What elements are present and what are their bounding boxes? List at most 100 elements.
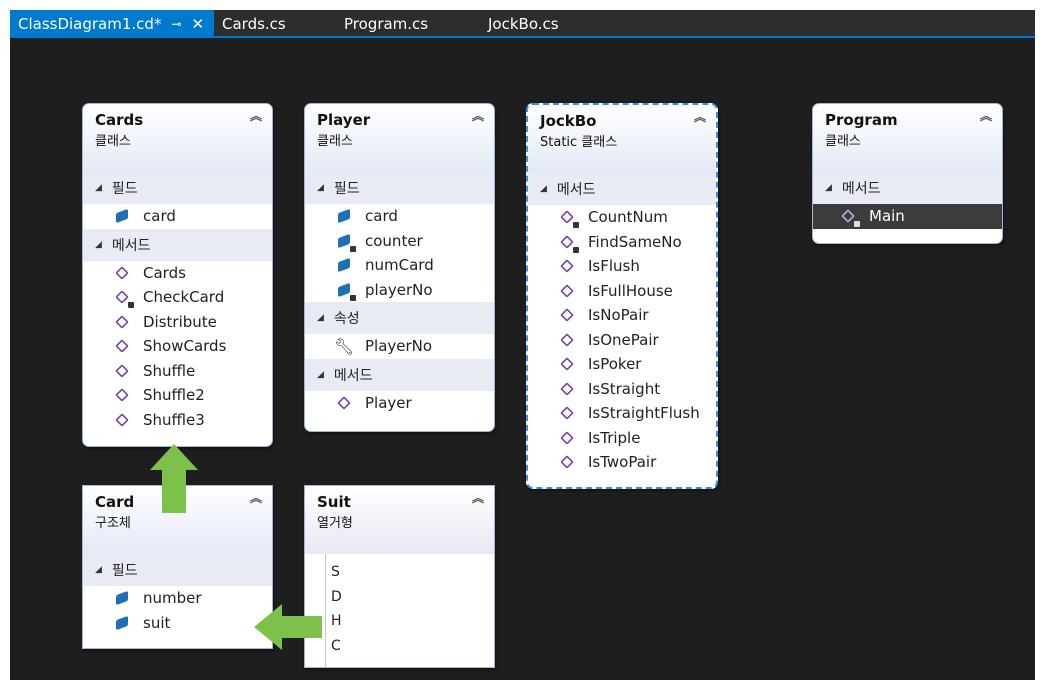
expand-triangle-icon[interactable]: ◢: [317, 369, 324, 380]
field-icon: [113, 614, 131, 632]
member-label: number: [143, 589, 202, 608]
enum-value[interactable]: C: [331, 637, 341, 654]
fields-section[interactable]: ◢필드: [305, 172, 494, 204]
expand-triangle-icon[interactable]: ◢: [540, 184, 547, 194]
expand-triangle-icon[interactable]: ◢: [95, 239, 102, 250]
member-label: Main: [869, 207, 905, 226]
method-item[interactable]: IsStraight: [528, 377, 716, 402]
section-label: 메서드: [111, 237, 151, 254]
method-icon: [558, 306, 576, 324]
collapse-icon[interactable]: ︽: [249, 491, 262, 505]
method-icon: [558, 331, 576, 349]
document-tab-bar: ClassDiagram1.cd* ⊸ ✕ Cards.cs Program.c…: [10, 10, 1035, 38]
collapse-icon[interactable]: ︽: [471, 491, 484, 505]
method-item[interactable]: IsOnePair: [528, 328, 716, 353]
field-item[interactable]: number: [83, 586, 272, 611]
enum-value[interactable]: D: [331, 588, 342, 605]
field-icon: [113, 589, 131, 607]
shape-name: Card: [95, 493, 135, 511]
method-item[interactable]: ShowCards: [83, 334, 272, 359]
shape-header[interactable]: Cards 클래스 ︽: [83, 104, 272, 172]
method-item[interactable]: Distribute: [83, 310, 272, 335]
expand-triangle-icon[interactable]: ◢: [317, 313, 324, 323]
method-item[interactable]: Player: [305, 391, 494, 416]
shape-header[interactable]: Suit 열거형 ︽: [305, 486, 494, 554]
tab-jockbo-cs[interactable]: JockBo.cs: [480, 10, 620, 38]
collapse-icon[interactable]: ︽: [979, 109, 992, 123]
tab-program-cs[interactable]: Program.cs: [336, 10, 476, 38]
method-item[interactable]: IsTwoPair: [528, 450, 716, 475]
method-item[interactable]: CountNum: [528, 205, 716, 230]
field-icon: [335, 256, 353, 274]
member-label: IsFullHouse: [588, 281, 673, 300]
method-item[interactable]: IsFlush: [528, 254, 716, 279]
methods-section[interactable]: ◢ 메서드: [83, 228, 272, 261]
methods-section[interactable]: ◢메서드: [305, 358, 494, 391]
field-item[interactable]: card: [305, 204, 494, 229]
member-label: ShowCards: [143, 337, 227, 356]
shape-kind: 구조체: [95, 516, 131, 531]
method-item[interactable]: IsStraightFlush: [528, 401, 716, 426]
collapse-icon[interactable]: ︽: [471, 109, 484, 123]
method-item[interactable]: Cards: [83, 261, 272, 286]
method-item-main[interactable]: Main: [813, 204, 1002, 229]
shape-kind: 클래스: [95, 134, 131, 149]
method-item[interactable]: IsNoPair: [528, 303, 716, 328]
enum-value[interactable]: S: [331, 564, 340, 581]
diagram-canvas[interactable]: Cards 클래스 ︽ ◢ 필드 card ◢ 메서드 Cards CheckCar…: [10, 40, 1035, 680]
method-icon: [113, 337, 131, 355]
expand-triangle-icon[interactable]: ◢: [95, 565, 102, 575]
private-method-icon: [113, 288, 134, 309]
member-label: IsFlush: [588, 257, 640, 276]
tab-cards-cs[interactable]: Cards.cs: [214, 10, 334, 38]
field-item[interactable]: playerNo: [305, 278, 494, 303]
member-label: Shuffle2: [143, 386, 205, 405]
method-item[interactable]: IsPoker: [528, 352, 716, 377]
properties-section[interactable]: ◢속성: [305, 302, 494, 334]
fields-section[interactable]: ◢ 필드: [83, 554, 272, 586]
program-class-shape[interactable]: Program 클래스 ︽ ◢메서드 Main: [812, 103, 1003, 244]
field-item[interactable]: card: [83, 204, 272, 229]
method-item[interactable]: Shuffle2: [83, 383, 272, 408]
method-icon: [113, 362, 131, 380]
member-label: Player: [365, 393, 412, 412]
close-icon[interactable]: ✕: [191, 15, 205, 33]
tab-classdiagram1[interactable]: ClassDiagram1.cd* ⊸ ✕: [10, 10, 214, 38]
methods-section[interactable]: ◢메서드: [813, 172, 1002, 204]
method-icon: [113, 313, 131, 331]
shape-header[interactable]: JockBo Static 클래스 ︽: [528, 105, 716, 173]
member-label: suit: [143, 613, 171, 632]
member-label: FindSameNo: [588, 232, 682, 251]
member-label: card: [143, 207, 176, 226]
property-item[interactable]: 🔧︎PlayerNo: [305, 334, 494, 359]
private-field-icon: [335, 281, 356, 301]
collapse-icon[interactable]: ︽: [249, 109, 262, 123]
field-item[interactable]: counter: [305, 229, 494, 254]
method-item[interactable]: IsTriple: [528, 426, 716, 451]
cards-class-shape[interactable]: Cards 클래스 ︽ ◢필드 card ◢ 메서드 Cards CheckCar…: [82, 103, 273, 447]
expand-triangle-icon[interactable]: ◢: [317, 183, 324, 193]
field-item[interactable]: numCard: [305, 253, 494, 278]
fields-section[interactable]: ◢필드: [83, 172, 272, 204]
suit-enum-shape[interactable]: Suit 열거형 ︽ S D H C: [304, 485, 495, 668]
member-label: IsStraightFlush: [588, 404, 700, 423]
section-label: 필드: [111, 563, 138, 579]
method-item[interactable]: Shuffle3: [83, 408, 272, 433]
expand-triangle-icon[interactable]: ◢: [95, 183, 102, 193]
member-label: IsStraight: [588, 379, 661, 398]
expand-triangle-icon[interactable]: ◢: [825, 183, 832, 193]
methods-section[interactable]: ◢메서드: [528, 173, 716, 205]
shape-header[interactable]: Program 클래스 ︽: [813, 104, 1002, 172]
collapse-icon[interactable]: ︽: [693, 110, 706, 124]
field-item[interactable]: suit: [83, 611, 272, 636]
pin-icon[interactable]: ⊸: [171, 17, 182, 31]
enum-value[interactable]: H: [331, 613, 342, 630]
method-item[interactable]: Shuffle: [83, 359, 272, 384]
jockbo-class-shape[interactable]: JockBo Static 클래스 ︽ ◢메서드 CountNum FindSa…: [526, 103, 718, 489]
method-item[interactable]: IsFullHouse: [528, 279, 716, 304]
method-item[interactable]: CheckCard: [83, 285, 272, 310]
shape-header[interactable]: Player 클래스 ︽: [305, 104, 494, 172]
player-class-shape[interactable]: Player 클래스 ︽ ◢필드 card counter numCard pl…: [304, 103, 495, 432]
member-label: IsTwoPair: [588, 453, 657, 472]
method-item[interactable]: FindSameNo: [528, 230, 716, 255]
